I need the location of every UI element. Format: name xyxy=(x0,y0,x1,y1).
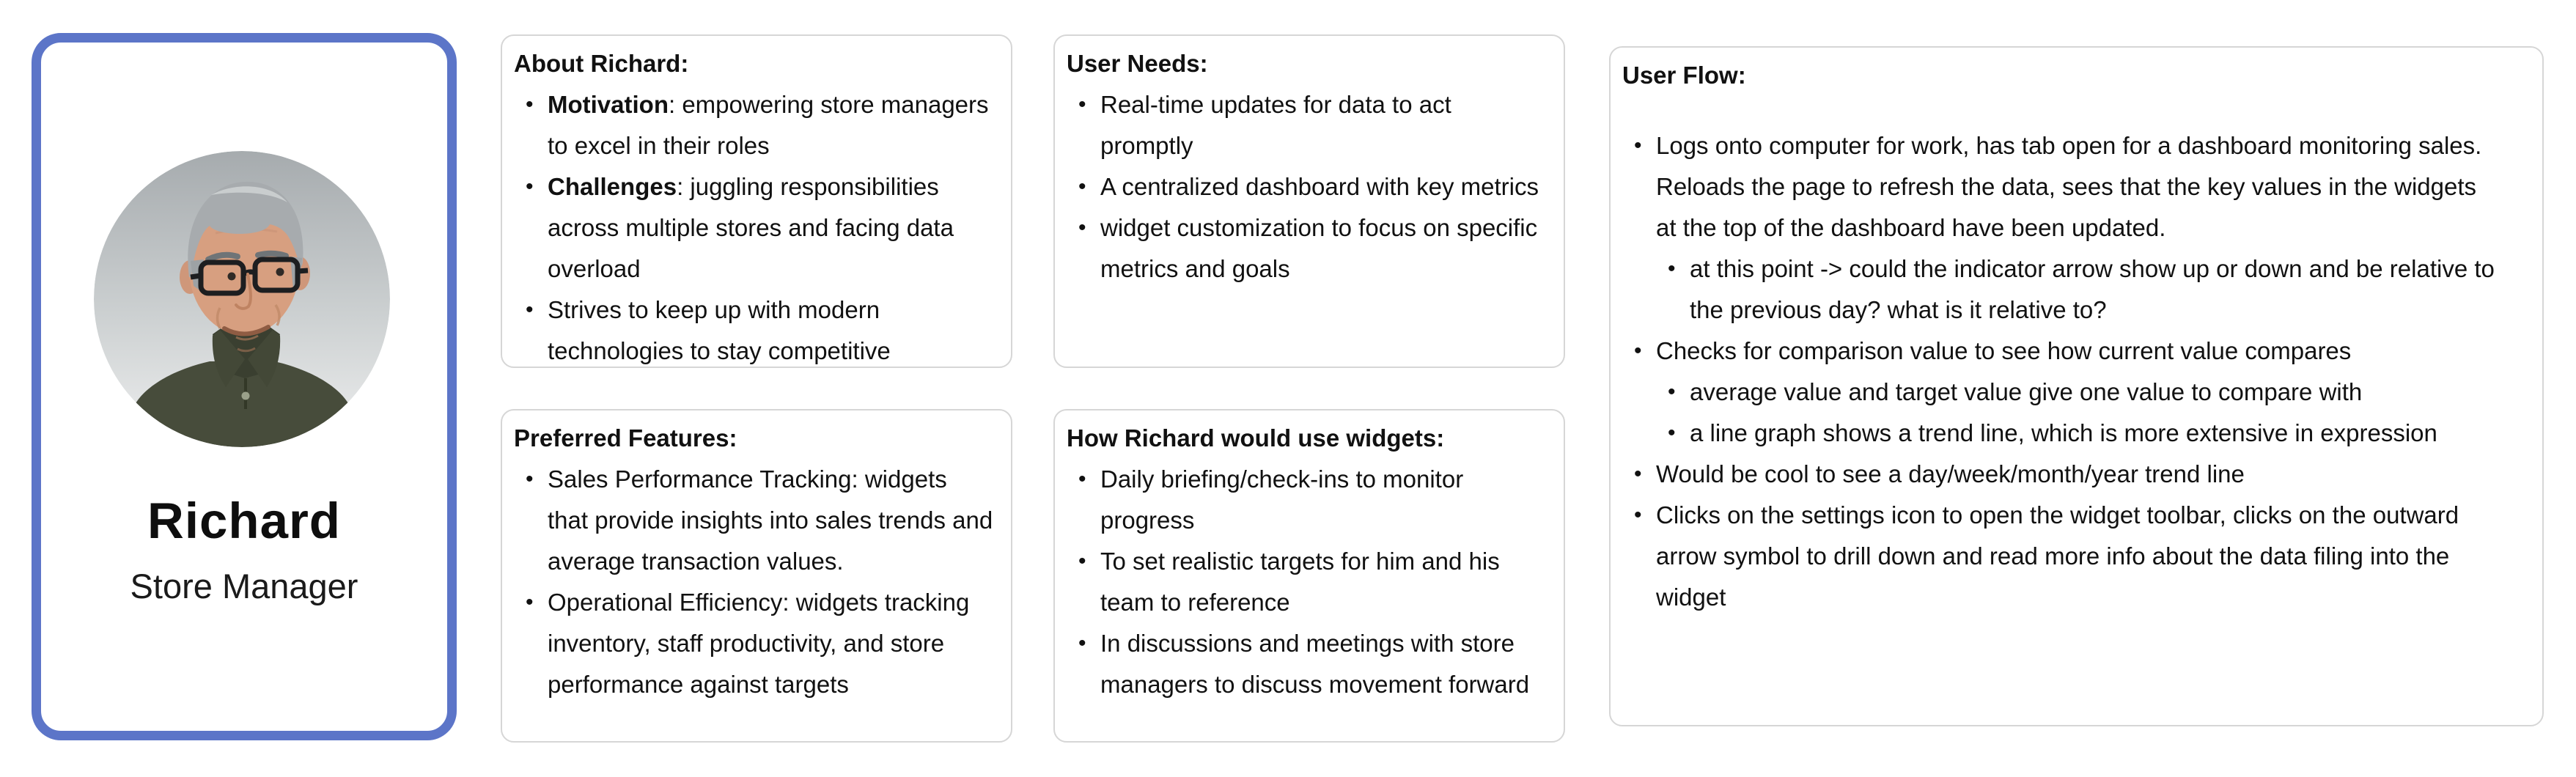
bullet-item: a line graph shows a trend line, which i… xyxy=(1656,413,2498,454)
bullet-item: Checks for comparison value to see how c… xyxy=(1622,331,2498,372)
bullet-item: Operational Efficiency: widgets tracking… xyxy=(514,582,993,705)
card-preferred-features: Preferred Features: Sales Performance Tr… xyxy=(501,409,1012,743)
user-needs-bullet-list: Real-time updates for data to act prompt… xyxy=(1067,84,1546,290)
card-title-preferred-features: Preferred Features: xyxy=(514,424,737,452)
bullet-item: average value and target value give one … xyxy=(1656,372,2498,413)
card-widget-usage: How Richard would use widgets: Daily bri… xyxy=(1053,409,1565,743)
persona-name: Richard xyxy=(147,493,341,549)
portrait-illustration xyxy=(94,151,390,447)
bullet-item: Sales Performance Tracking: widgets that… xyxy=(514,459,993,582)
card-about-richard: About Richard: Motivation: empowering st… xyxy=(501,34,1012,368)
card-title-user-flow: User Flow: xyxy=(1622,62,1746,89)
bullet-item: Challenges: juggling responsibilities ac… xyxy=(514,166,993,290)
card-user-flow: User Flow: Logs onto computer for work, … xyxy=(1609,46,2544,726)
user-flow-bullet-list: Logs onto computer for work, has tab ope… xyxy=(1622,125,2498,618)
card-user-needs: User Needs: Real-time updates for data t… xyxy=(1053,34,1565,368)
bullet-item: Motivation: empowering store managers to… xyxy=(514,84,993,166)
bullet-item: A centralized dashboard with key metrics xyxy=(1067,166,1546,207)
bullet-item: Clicks on the settings icon to open the … xyxy=(1622,495,2498,618)
preferred-features-bullet-list: Sales Performance Tracking: widgets that… xyxy=(514,459,993,705)
bullet-item: Real-time updates for data to act prompt… xyxy=(1067,84,1546,166)
bullet-item: To set realistic targets for him and his… xyxy=(1067,541,1546,623)
bullet-item: Daily briefing/check-ins to monitor prog… xyxy=(1067,459,1546,541)
persona-photo xyxy=(94,151,390,447)
bullet-item: widget customization to focus on specifi… xyxy=(1067,207,1546,290)
persona-profile-card: Richard Store Manager xyxy=(32,33,457,740)
persona-identity: Richard Store Manager xyxy=(41,490,447,608)
bullet-item: Logs onto computer for work, has tab ope… xyxy=(1622,125,2498,248)
card-title-about: About Richard: xyxy=(514,50,689,77)
card-title-widget-usage: How Richard would use widgets: xyxy=(1067,424,1445,452)
widget-usage-bullet-list: Daily briefing/check-ins to monitor prog… xyxy=(1067,459,1546,705)
bullet-item: Would be cool to see a day/week/month/ye… xyxy=(1622,454,2498,495)
persona-role: Store Manager xyxy=(130,567,358,605)
bullet-item: In discussions and meetings with store m… xyxy=(1067,623,1546,705)
bullet-item: at this point -> could the indicator arr… xyxy=(1656,248,2498,331)
about-bullet-list: Motivation: empowering store managers to… xyxy=(514,84,993,372)
card-title-user-needs: User Needs: xyxy=(1067,50,1208,77)
bullet-item: Strives to keep up with modern technolog… xyxy=(514,290,993,372)
